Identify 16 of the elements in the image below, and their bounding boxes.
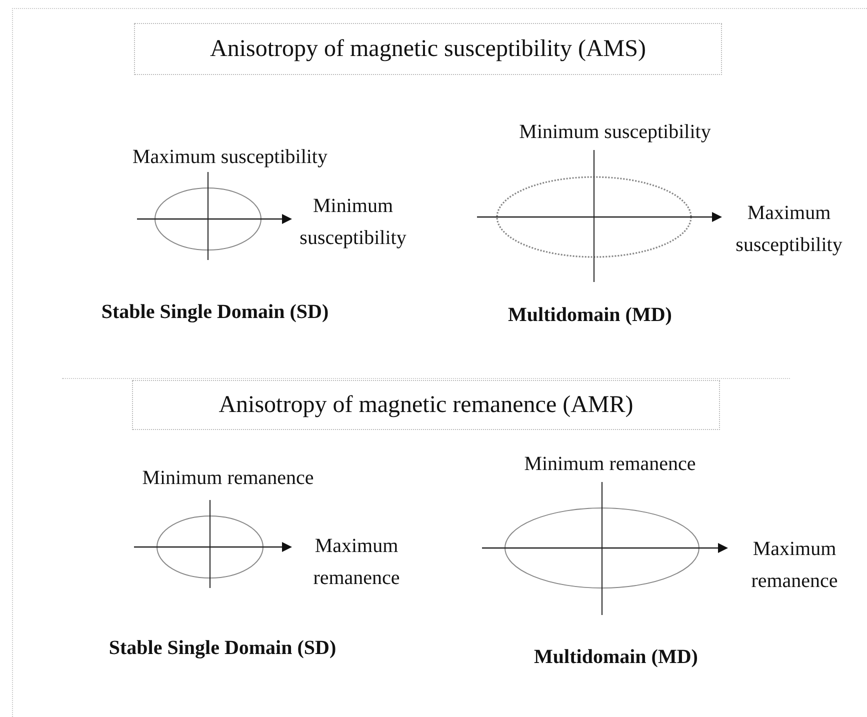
domain-caption: Stable Single Domain (SD) <box>108 636 338 661</box>
axis-label: Maximum remanence <box>750 537 839 594</box>
axis-label: Minimum remanence <box>141 466 315 491</box>
domain-caption: Multidomain (MD) <box>533 645 699 670</box>
section-title: Anisotropy of magnetic susceptibility (AMS) <box>210 36 646 62</box>
axis-label: Minimum susceptibility <box>518 120 712 145</box>
axis-label: Maximum susceptibility <box>734 201 844 258</box>
axis-label: Maximum susceptibility <box>132 145 328 170</box>
axis-label: Maximum remanence <box>312 534 401 591</box>
title-box <box>132 380 720 430</box>
axis-label: Minimum susceptibility <box>298 194 408 251</box>
axis-label: Minimum remanence <box>523 452 697 477</box>
domain-caption: Stable Single Domain (SD) <box>100 300 330 325</box>
section-title: Anisotropy of magnetic remanence (AMR) <box>218 392 634 418</box>
title-box <box>134 23 722 75</box>
domain-caption: Multidomain (MD) <box>507 303 673 328</box>
